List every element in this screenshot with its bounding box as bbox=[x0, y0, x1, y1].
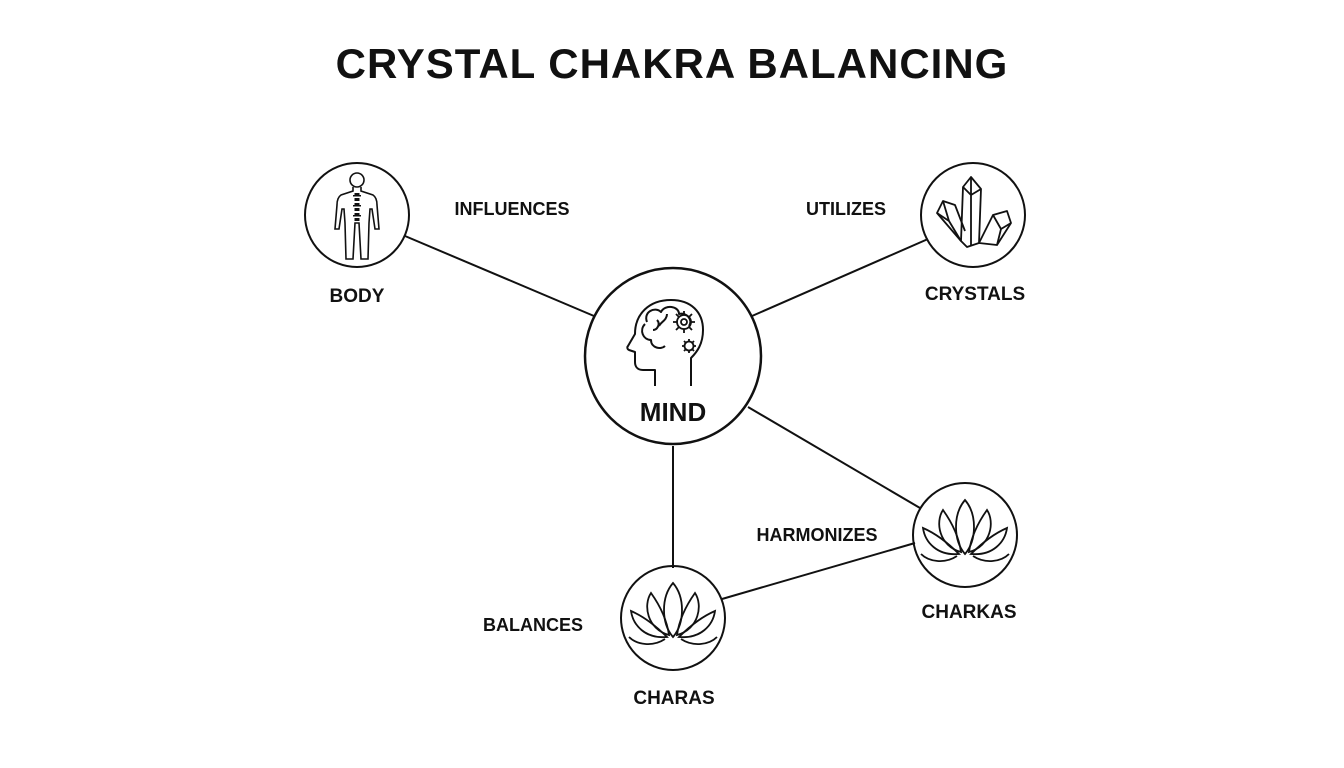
edge-mind-crystals bbox=[751, 238, 929, 317]
edge-label-harmonizes: HARMONIZES bbox=[756, 525, 878, 545]
human-body-icon bbox=[334, 172, 380, 260]
node-label-charkas: CHARKAS bbox=[921, 602, 1017, 623]
edge-label-utilizes: UTILIZES bbox=[806, 199, 886, 219]
gear-icon bbox=[682, 339, 696, 353]
node-label-charas: CHARAS bbox=[633, 688, 715, 709]
node-circle-body bbox=[304, 162, 410, 268]
node-circle-mind bbox=[583, 266, 763, 446]
node-label-mind: MIND bbox=[639, 397, 707, 427]
node-label-body: BODY bbox=[329, 286, 385, 307]
node-circle-charas bbox=[620, 565, 726, 671]
crystal-cluster-icon bbox=[936, 176, 1012, 248]
edge-body-mind bbox=[404, 235, 595, 317]
diagram-title: CRYSTAL CHAKRA BALANCING bbox=[335, 40, 1009, 87]
edge-label-balances: BALANCES bbox=[482, 615, 584, 635]
lotus-icon bbox=[628, 582, 718, 645]
edge-label-influences: INFLUENCES bbox=[454, 199, 570, 219]
gear-icon bbox=[673, 311, 695, 333]
node-circle-crystals bbox=[920, 162, 1026, 268]
node-label-crystals: CRYSTALS bbox=[924, 284, 1026, 305]
lotus-icon bbox=[920, 499, 1010, 562]
head-gears-icon bbox=[626, 299, 704, 386]
node-circle-charkas bbox=[912, 482, 1018, 588]
edge-charas-charkas bbox=[721, 542, 916, 600]
edge-mind-charkas bbox=[747, 406, 921, 509]
